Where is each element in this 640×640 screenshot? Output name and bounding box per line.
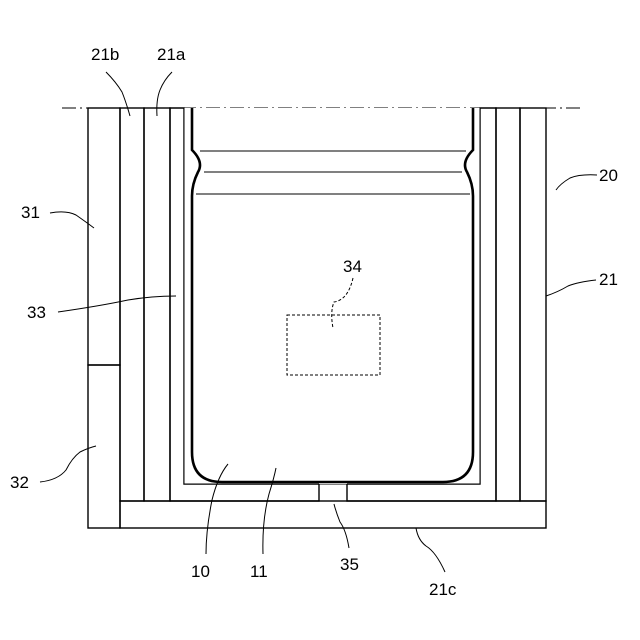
wall-21a bbox=[144, 108, 170, 501]
label-11: 11 bbox=[250, 562, 268, 581]
wall-21b bbox=[120, 108, 144, 501]
inner-cavity bbox=[184, 108, 480, 484]
label-21: 21 bbox=[599, 270, 618, 289]
wall-21 bbox=[520, 108, 546, 501]
wall-right-inner bbox=[496, 108, 520, 501]
gap-35 bbox=[319, 484, 347, 501]
label-35: 35 bbox=[340, 555, 359, 574]
label-31: 31 bbox=[21, 203, 40, 222]
label-21c: 21c bbox=[429, 580, 457, 599]
label-33: 33 bbox=[27, 303, 46, 322]
label-20: 20 bbox=[599, 166, 618, 185]
label-10: 10 bbox=[191, 562, 210, 581]
label-34: 34 bbox=[343, 257, 362, 276]
bottom-21c bbox=[120, 501, 546, 528]
label-32: 32 bbox=[10, 473, 29, 492]
label-21a: 21a bbox=[157, 45, 186, 64]
layer-31 bbox=[88, 108, 120, 365]
label-21b: 21b bbox=[91, 45, 119, 64]
